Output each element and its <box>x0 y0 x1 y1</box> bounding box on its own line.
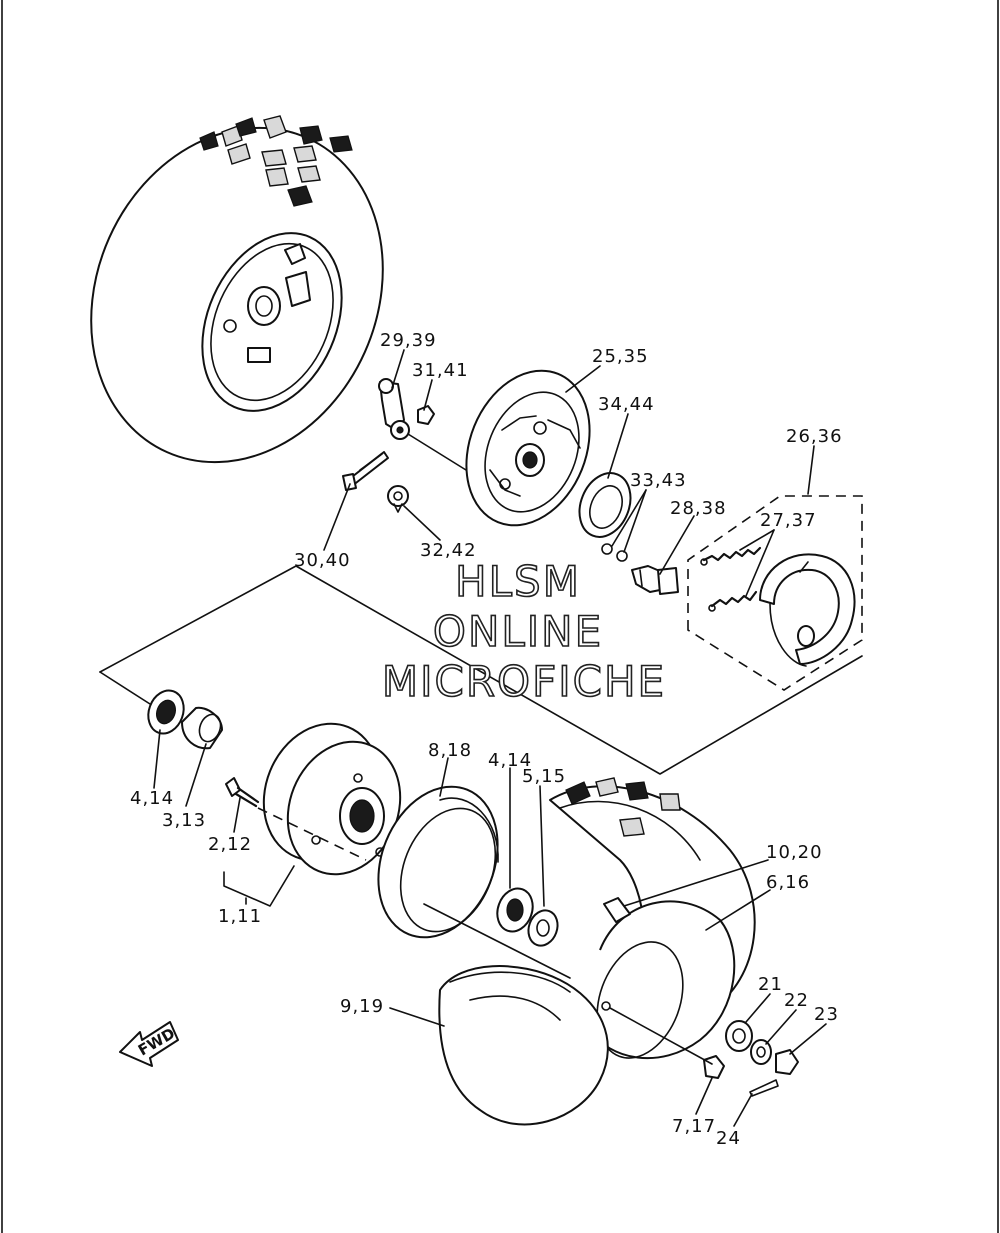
callout-7-17: 7,17 <box>672 1116 716 1137</box>
brake-cam-lever <box>378 378 410 440</box>
tire-tread <box>199 115 353 207</box>
lever-bolt <box>342 451 389 491</box>
oil-seal <box>578 472 632 538</box>
callout-26-36: 26,36 <box>786 426 843 447</box>
callout-10-20: 10,20 <box>766 842 823 863</box>
callout-22: 22 <box>784 990 809 1011</box>
plain-washer <box>750 1039 772 1065</box>
callout-1-11: 1,11 <box>218 906 262 927</box>
cotter-pin <box>749 1079 779 1097</box>
callout-21: 21 <box>758 974 783 995</box>
rim-seal <box>527 909 559 947</box>
callout-24: 24 <box>716 1128 741 1149</box>
callout-6-16: 6,16 <box>766 872 810 893</box>
callout-4-14-right: 4,14 <box>488 750 532 771</box>
lever-nut <box>417 405 435 425</box>
wheel-hub-drum <box>262 722 402 876</box>
rim-bearing <box>496 887 534 933</box>
callout-33-43: 33,43 <box>630 470 687 491</box>
callout-5-15: 5,15 <box>522 766 566 787</box>
axle-washer <box>725 1020 753 1052</box>
rim-outer-half <box>377 785 499 939</box>
lever-washer <box>387 485 409 513</box>
watermark: HLSM ONLINE MICROFICHE <box>381 556 666 707</box>
callout-2-12: 2,12 <box>208 834 252 855</box>
callout-27-37: 27,37 <box>760 510 817 531</box>
callout-25-35: 25,35 <box>592 346 649 367</box>
callout-9-19: 9,19 <box>340 996 384 1017</box>
leader-lines <box>99 349 863 1127</box>
brake-switch <box>631 565 679 595</box>
part-callouts: 29,39 31,41 25,35 34,44 26,36 33,43 28,3… <box>130 330 843 1149</box>
watermark-line-2: ONLINE <box>433 607 603 656</box>
hub-bearing <box>147 689 185 735</box>
callout-8-18: 8,18 <box>428 740 472 761</box>
rim-inner-half <box>589 900 736 1060</box>
tire-valve <box>603 897 631 923</box>
assembled-wheel-illustration <box>90 115 384 464</box>
wheel-nut <box>703 1055 725 1079</box>
tube-half <box>438 965 609 1126</box>
castle-nut <box>775 1049 799 1075</box>
callout-28-38: 28,38 <box>670 498 727 519</box>
hub-bolt <box>225 777 260 808</box>
callout-29-39: 29,39 <box>380 330 437 351</box>
watermark-line-1: HLSM <box>455 557 581 606</box>
o-rings <box>601 543 628 562</box>
callout-31-41: 31,41 <box>412 360 469 381</box>
forward-direction-arrow-icon: FWD <box>119 1021 179 1067</box>
callout-4-14-left: 4,14 <box>130 788 174 809</box>
brake-shoe-springs <box>700 546 762 612</box>
brake-shoes <box>759 553 856 667</box>
brake-shoe-kit-boundary <box>687 495 863 691</box>
callout-32-42: 32,42 <box>420 540 477 561</box>
callout-23: 23 <box>814 1004 839 1025</box>
callout-3-13: 3,13 <box>162 810 206 831</box>
brake-shoe-plate <box>465 369 591 527</box>
callout-34-44: 34,44 <box>598 394 655 415</box>
spacer <box>181 706 223 750</box>
watermark-line-3: MICROFICHE <box>382 657 666 706</box>
callout-30-40: 30,40 <box>294 550 351 571</box>
